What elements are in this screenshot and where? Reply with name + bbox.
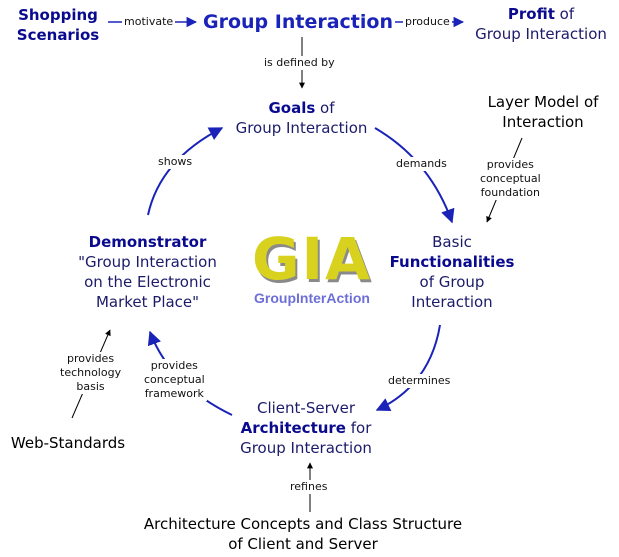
edge-label-determines: determines (386, 374, 453, 388)
node-arch-concepts-line1: Architecture Concepts and Class Structur… (143, 515, 463, 533)
node-basic-line3: of Group (419, 273, 485, 291)
node-profit-bold: Profit (507, 5, 555, 23)
node-client-server-line3: Group Interaction (240, 439, 372, 457)
link-demands (374, 127, 455, 224)
node-goals-line2: Group Interaction (235, 119, 368, 137)
edge-label-produce: produce (403, 15, 452, 29)
node-client-server: Client-Server Architecture for Group Int… (228, 398, 384, 458)
edge-label-shows: shows (156, 155, 195, 169)
edge-label-refines: refines (288, 480, 330, 494)
node-web-standards-label: Web-Standards (10, 434, 126, 452)
edge-framework-l1: provides (150, 359, 198, 372)
node-arch-concepts: Architecture Concepts and Class Structur… (138, 514, 468, 554)
link-shows (147, 127, 224, 216)
node-shopping-line2: Scenarios (16, 26, 100, 44)
node-client-server-bold: Architecture (240, 419, 346, 437)
node-shopping-scenarios: Shopping Scenarios (10, 5, 106, 45)
edge-foundation-l3: foundation (480, 186, 540, 199)
gia-logo-subtitle: GroupInterAction (254, 290, 370, 306)
node-basic-line4: Interaction (411, 293, 493, 311)
node-arch-concepts-line2: of Client and Server (228, 535, 378, 553)
edge-technology-l2: technology (60, 366, 122, 379)
node-demonstrator-bold: Demonstrator (88, 233, 207, 251)
link-determines (375, 324, 441, 411)
node-client-server-line1: Client-Server (256, 399, 356, 417)
edge-label-provides-foundation: provides conceptual foundation (478, 158, 543, 200)
edge-foundation-l1: provides (486, 158, 534, 171)
node-client-server-rest: for (345, 419, 372, 437)
node-web-standards: Web-Standards (6, 433, 130, 453)
node-goals-rest: of (315, 99, 335, 117)
node-layer-model: Layer Model of Interaction (478, 92, 608, 132)
node-basic-line1: Basic (432, 233, 472, 251)
node-demonstrator-line4: Market Place" (95, 293, 200, 311)
edge-label-provides-framework: provides conceptual framework (142, 359, 207, 401)
node-goals-bold: Goals (268, 99, 316, 117)
node-demonstrator-line2: "Group Interaction (78, 253, 217, 271)
edge-framework-l2: conceptual (144, 373, 205, 386)
node-profit-rest: of (554, 5, 575, 23)
node-shopping-line1: Shopping (18, 6, 98, 24)
edge-label-demands: demands (394, 157, 449, 171)
node-group-interaction: Group Interaction (198, 10, 398, 34)
edge-label-is-defined-by: is defined by (262, 56, 337, 70)
node-layer-model-line2: Interaction (502, 113, 584, 131)
edge-label-motivate: motivate (122, 15, 176, 29)
node-demonstrator-line3: on the Electronic (84, 273, 211, 291)
node-profit-line2: Group Interaction (475, 25, 607, 43)
edge-foundation-l2: conceptual (480, 172, 541, 185)
edge-technology-l1: provides (67, 352, 115, 365)
node-basic-bold: Functionalities (389, 253, 515, 271)
node-layer-model-line1: Layer Model of (487, 93, 599, 111)
node-basic-functionalities: Basic Functionalities of Group Interacti… (388, 232, 516, 312)
node-group-interaction-label: Group Interaction (203, 11, 393, 33)
edge-framework-l3: framework (144, 387, 204, 400)
gia-logo: GIA GroupInterAction (236, 228, 388, 306)
node-demonstrator: Demonstrator "Group Interaction on the E… (65, 232, 230, 312)
edge-technology-l3: basis (76, 380, 105, 393)
edge-label-provides-technology: provides technology basis (58, 352, 124, 394)
gia-logo-word: GIA (251, 225, 373, 293)
node-profit: Profit of Group Interaction (466, 4, 616, 44)
node-goals: Goals of Group Interaction (224, 98, 379, 138)
